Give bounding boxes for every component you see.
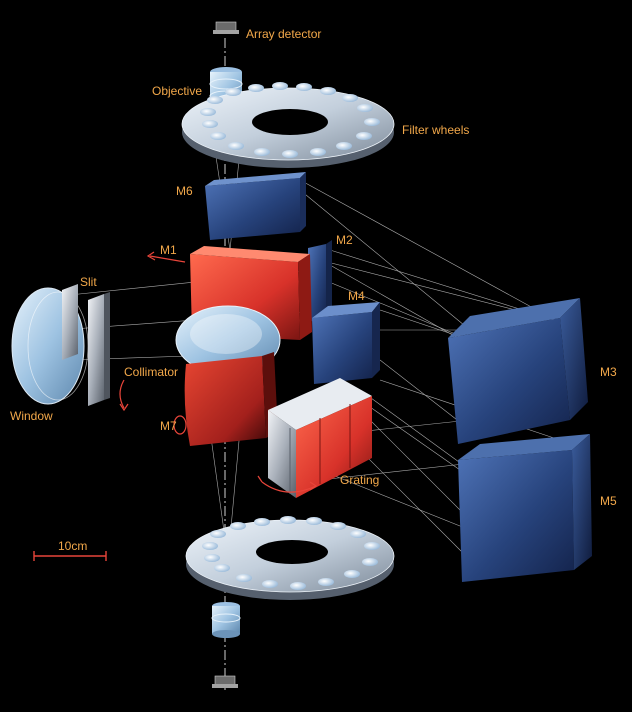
mirror-m4 [312,302,380,384]
label-m4: M4 [348,289,365,303]
filter-wheel-bottom [185,516,395,600]
label-m3: M3 [600,365,617,379]
label-slit: Slit [80,275,97,289]
label-scale: 10cm [58,539,88,553]
label-grating: Grating [340,473,380,487]
label-collimator: Collimator [124,365,179,379]
objective-bottom [211,602,241,638]
label-m2: M2 [336,233,353,247]
scale-bar [33,551,107,561]
label-filter-wheels: Filter wheels [402,123,470,137]
mirror-m6 [205,172,306,240]
label-m1: M1 [160,243,177,257]
mirror-m3 [448,298,588,444]
label-window: Window [10,409,53,423]
mirror-m2 [308,240,332,322]
rotation-markers [119,251,318,493]
label-array-detector: Array detector [246,27,322,41]
mirror-m7 [184,352,278,446]
label-m6: M6 [176,184,193,198]
slit [62,284,110,406]
array-detector-top [213,21,239,34]
label-m5: M5 [600,494,617,508]
label-m7: M7 [160,419,177,433]
array-detector-bottom [212,675,238,688]
label-objective: Objective [152,84,203,98]
grating [268,378,372,498]
mirror-m5 [458,434,592,582]
filter-wheel-top [181,82,395,168]
